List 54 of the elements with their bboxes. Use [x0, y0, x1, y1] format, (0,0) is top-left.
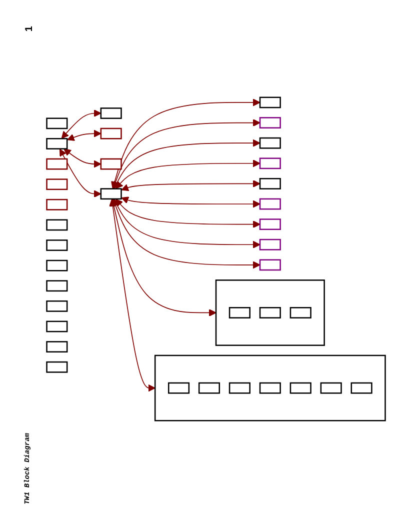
arrow — [61, 110, 102, 139]
node-box — [198, 382, 220, 394]
arrow — [109, 198, 156, 392]
arrow — [64, 148, 102, 168]
node-box — [46, 158, 68, 170]
node-box — [228, 307, 250, 318]
node-box — [168, 382, 190, 394]
node-box — [259, 382, 281, 394]
arrow — [110, 198, 216, 316]
node-box — [259, 238, 281, 250]
node-box — [290, 382, 312, 394]
node-box — [46, 240, 68, 251]
node-box — [259, 259, 281, 271]
node-box — [46, 300, 68, 312]
arrow — [121, 196, 260, 208]
arrow — [111, 98, 260, 189]
node-box — [320, 382, 342, 394]
arrow — [121, 180, 260, 192]
node-box — [259, 198, 281, 210]
node-box — [46, 118, 68, 130]
node-box — [290, 307, 312, 318]
arrow — [67, 130, 102, 141]
node-box — [46, 341, 68, 352]
node-box — [46, 361, 68, 373]
node-box — [259, 117, 281, 128]
node-box — [259, 178, 281, 190]
node-box — [259, 307, 281, 318]
node-box — [46, 138, 68, 150]
page-number: 1 — [24, 26, 35, 32]
node-box — [46, 198, 68, 210]
node-box — [100, 158, 122, 170]
node-box — [46, 280, 68, 292]
cluster — [154, 354, 386, 422]
node-box — [100, 188, 122, 200]
arrow — [59, 148, 102, 198]
node-box — [100, 108, 122, 119]
arrow — [114, 198, 260, 248]
node-box — [350, 382, 372, 394]
node-box — [259, 218, 281, 230]
arrow — [112, 119, 260, 189]
node-box — [259, 158, 281, 170]
arrow — [115, 198, 260, 228]
cluster — [215, 280, 325, 346]
node-box — [259, 96, 281, 108]
node-box — [46, 320, 68, 332]
node-box — [46, 219, 68, 231]
arrow — [115, 160, 260, 189]
arrow — [112, 198, 260, 269]
node-box — [46, 260, 68, 272]
arrow — [114, 139, 260, 189]
node-box — [259, 137, 281, 149]
node-box — [228, 382, 250, 394]
node-box — [100, 128, 122, 140]
node-box — [46, 178, 68, 190]
